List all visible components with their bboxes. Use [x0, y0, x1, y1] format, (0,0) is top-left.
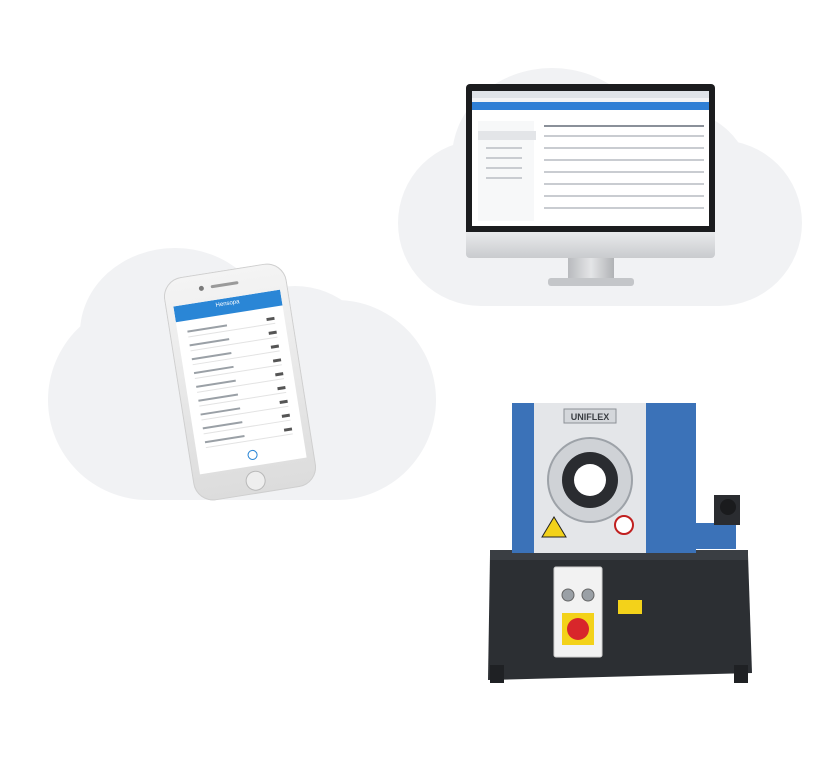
table-line: [544, 125, 704, 127]
table-line: [544, 171, 704, 173]
table-line: [544, 159, 704, 161]
no-hands-sticker: [614, 515, 634, 535]
warning-label: [618, 600, 642, 614]
machine-leg-right: [734, 665, 748, 683]
desktop-monitor: [466, 84, 715, 290]
browser-tab-bar: [472, 91, 709, 98]
monitor-stand-foot: [548, 278, 634, 286]
open-jaws-button: [561, 588, 575, 602]
table-line: [544, 135, 704, 137]
monitor-chin: [466, 232, 715, 258]
browser-address-bar: [472, 98, 709, 102]
phone-screen: Hensopa: [173, 289, 307, 475]
monitor-bezel: [466, 84, 715, 238]
phone-speaker: [210, 281, 239, 289]
table-line: [544, 147, 704, 149]
headline: UNIFLEX Cloud-based solution Manage your…: [52, 44, 372, 164]
phone-app-title: Hensopa: [215, 299, 240, 309]
headline-line-3: Manage your machines: [52, 129, 323, 159]
app-header-bar: [472, 102, 709, 110]
brand-logo-text: UNIFLEX: [571, 412, 610, 422]
crimping-machine: UNIFLEX: [488, 403, 752, 683]
sidebar-selected-item: [478, 131, 536, 140]
valve-knob: [720, 499, 736, 515]
table-line: [544, 207, 704, 209]
headline-line-2: Cloud-based solution: [52, 89, 297, 119]
home-icon: [246, 449, 259, 461]
table-line: [544, 183, 704, 185]
emergency-stop-button: [567, 618, 589, 640]
crimping-die-opening: [574, 464, 606, 496]
sidebar-line: [486, 157, 522, 159]
monitor-screen: [472, 91, 709, 226]
phone-home-button: [244, 469, 268, 493]
sidebar-line: [486, 177, 522, 179]
monitor-stand-neck: [568, 258, 614, 280]
hydraulic-valve-block: [694, 523, 736, 549]
close-jaws-button: [581, 588, 595, 602]
machine-leg-left: [490, 665, 504, 683]
table-line: [544, 195, 704, 197]
sidebar-line: [486, 147, 522, 149]
headline-line-1: UNIFLEX: [52, 49, 162, 79]
hazard-sticker: [541, 516, 567, 538]
sidebar-line: [486, 167, 522, 169]
machine-base-cabinet: [488, 555, 752, 680]
phone-camera: [198, 285, 205, 292]
brand-plate: [563, 408, 617, 424]
